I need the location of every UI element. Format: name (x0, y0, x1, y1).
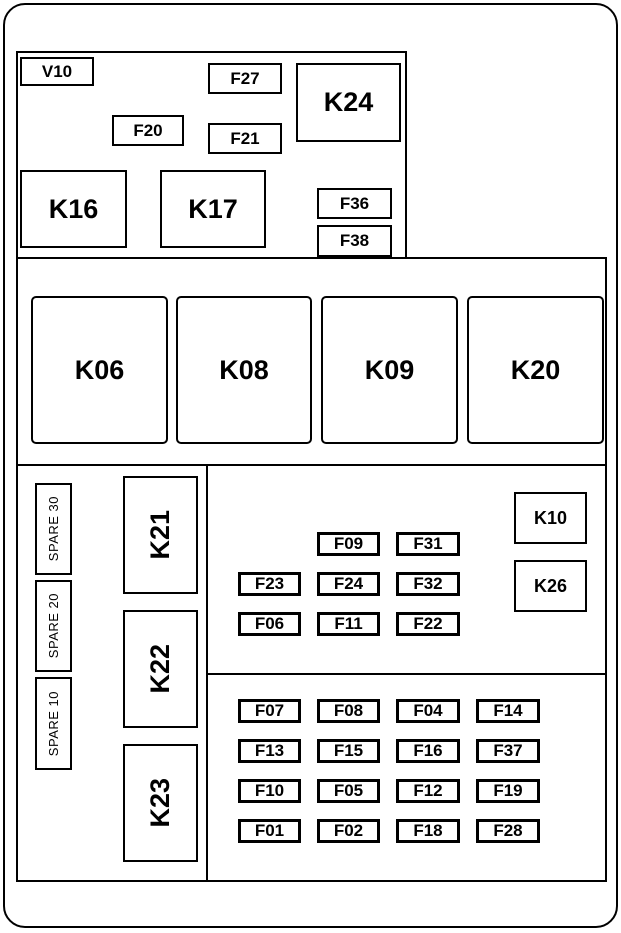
fuse-f22: F22 (396, 612, 460, 636)
spare-fuse-10-label: SPARE 10 (46, 690, 61, 757)
relay-k09: K09 (321, 296, 458, 444)
relay-k17: K17 (160, 170, 266, 248)
spare-fuse-30-label: SPARE 30 (46, 496, 61, 562)
fuse-f31: F31 (396, 532, 460, 556)
fuse-f12: F12 (396, 779, 460, 803)
fuse-f11: F11 (317, 612, 380, 636)
fuse-f06: F06 (238, 612, 301, 636)
fuse-f20: F20 (112, 115, 184, 146)
fuse-f07: F07 (238, 699, 301, 723)
fuse-f24: F24 (317, 572, 380, 596)
relay-k24: K24 (296, 63, 401, 142)
relay-k08: K08 (176, 296, 312, 444)
fuse-f37: F37 (476, 739, 540, 763)
relay-k09-label: K09 (364, 354, 415, 385)
relay-k26: K26 (514, 560, 587, 612)
fuse-f36: F36 (317, 188, 392, 219)
relay-k23: K23 (123, 744, 198, 862)
spare-fuse-30: SPARE 30 (35, 483, 72, 575)
relay-k20: K20 (467, 296, 604, 444)
fuse-f14: F14 (476, 699, 540, 723)
fuse-f16: F16 (396, 739, 460, 763)
relay-k16: K16 (20, 170, 127, 248)
fuse-f27: F27 (208, 63, 282, 94)
fuse-f01: F01 (238, 819, 301, 843)
spare-fuse-20: SPARE 20 (35, 580, 72, 672)
relay-k22: K22 (123, 610, 198, 728)
fuse-f04: F04 (396, 699, 460, 723)
fuse-f21: F21 (208, 123, 282, 154)
fuse-f23: F23 (238, 572, 301, 596)
fuse-f09: F09 (317, 532, 380, 556)
relay-k10: K10 (514, 492, 587, 544)
relay-k21-label: K21 (145, 510, 175, 560)
fuse-f15: F15 (317, 739, 380, 763)
fuse-f08: F08 (317, 699, 380, 723)
spare-fuse-20-label: SPARE 20 (46, 593, 61, 659)
relay-k22-label: K22 (145, 644, 175, 694)
fuse-f38: F38 (317, 225, 392, 257)
fuse-v10: V10 (20, 57, 94, 86)
fuse-f05: F05 (317, 779, 380, 803)
fuse-box-outline (3, 3, 618, 928)
fuse-f32: F32 (396, 572, 460, 596)
fuse-f28: F28 (476, 819, 540, 843)
fuse-f19: F19 (476, 779, 540, 803)
relay-k23-label: K23 (145, 778, 175, 828)
relay-k21: K21 (123, 476, 198, 594)
fuse-f10: F10 (238, 779, 301, 803)
fuse-f02: F02 (317, 819, 380, 843)
relay-k08-label: K08 (219, 354, 269, 385)
relay-k06-label: K06 (74, 354, 125, 385)
relay-k06: K06 (31, 296, 168, 444)
fuse-f13: F13 (238, 739, 301, 763)
spare-fuse-10: SPARE 10 (35, 677, 72, 770)
fuse-f18: F18 (396, 819, 460, 843)
relay-k20-label: K20 (510, 354, 561, 385)
